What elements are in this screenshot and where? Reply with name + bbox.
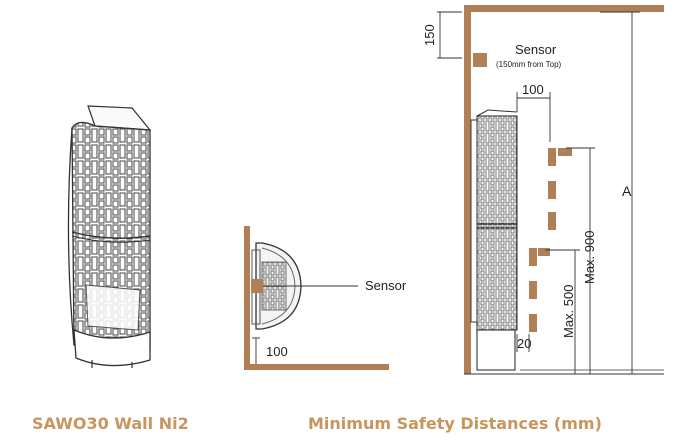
upper-slat-3 — [548, 212, 556, 230]
side-wall-vertical — [464, 5, 471, 374]
lower-slat-3 — [529, 314, 537, 332]
lower-slat-1 — [529, 248, 537, 266]
heater-illustration — [67, 105, 152, 368]
side-max-upper: Max. 900 — [582, 231, 597, 284]
side-sensor-label: Sensor — [515, 42, 557, 57]
plan-sensor-label: Sensor — [365, 278, 407, 293]
plan-sensor — [251, 279, 263, 293]
side-height-a: A — [622, 183, 632, 199]
upper-slat-2 — [548, 181, 556, 199]
diagram-caption: Minimum Safety Distances (mm) — [308, 414, 602, 433]
side-sensor-note: (150mm from Top) — [496, 60, 562, 69]
side-heater — [476, 115, 518, 331]
plan-wall-vertical — [244, 226, 250, 370]
product-caption: SAWO30 Wall Ni2 — [32, 414, 189, 433]
side-bottom-gap: 20 — [517, 336, 531, 351]
side-max-lower: Max. 500 — [561, 285, 576, 338]
side-view: 150 Sensor (150mm from Top) 100 Max. 900 — [422, 5, 664, 375]
upper-slat-1 — [548, 148, 556, 166]
plan-floor-gap: 100 — [266, 344, 288, 359]
plan-view: Sensor 100 — [244, 226, 407, 370]
lower-slat-2 — [529, 281, 537, 299]
side-gap-label: 100 — [522, 82, 544, 97]
plan-wall-floor — [244, 364, 389, 370]
side-top-gap: 150 — [422, 24, 437, 46]
side-wall-ceiling — [464, 5, 664, 12]
side-sensor — [473, 53, 487, 67]
